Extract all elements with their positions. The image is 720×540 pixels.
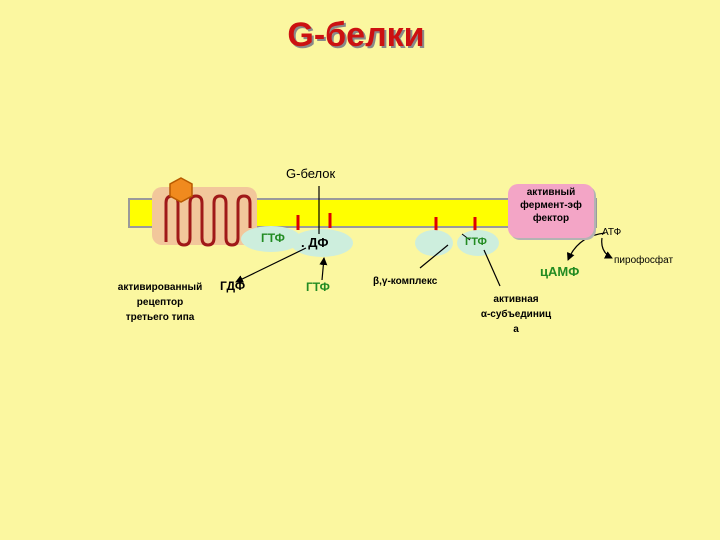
atp-to-camp-arrow bbox=[567, 232, 606, 261]
enzyme-label-line: фермент-эф bbox=[520, 200, 582, 211]
effector-enzyme: активный фермент-эф фектор bbox=[508, 184, 594, 238]
gtp-alpha-label: ГТФ bbox=[465, 236, 487, 248]
gdp-bound-label: . ДФ bbox=[301, 235, 329, 250]
beta-gamma-label: β,γ-комплекс bbox=[373, 276, 438, 287]
beta-gamma-subunit-active bbox=[415, 230, 453, 256]
receptor-label: активированный рецептор третьего типа bbox=[95, 280, 225, 325]
gtp-binding-arrow bbox=[319, 257, 328, 281]
gtp-bound-label: ГТФ bbox=[261, 231, 285, 245]
gdp-released-label: ГДФ bbox=[220, 279, 246, 293]
beta-gamma-subunit-inactive bbox=[241, 226, 301, 252]
receptor-helix bbox=[164, 194, 252, 247]
beta-gamma-pointer bbox=[419, 244, 449, 269]
camp-label: цАМФ bbox=[540, 264, 580, 279]
enzyme-label-line: фектор bbox=[532, 213, 570, 224]
g-protein-label: G-белок bbox=[286, 166, 336, 181]
pyrophosphate-label: пирофосфат bbox=[614, 255, 674, 266]
pyrophosphate-arrow bbox=[601, 237, 613, 259]
receptor-label-line: третьего типа bbox=[125, 312, 195, 323]
alpha-subunit-label: активная α-субъединиц а bbox=[462, 292, 570, 337]
alpha-subunit-active bbox=[457, 230, 499, 256]
enzyme-label-line: активный bbox=[526, 187, 576, 198]
alpha-label-line: α-субъединиц bbox=[480, 309, 552, 320]
gtp-free-label: ГТФ bbox=[306, 280, 330, 294]
alpha-label-line: а bbox=[513, 324, 519, 335]
alpha-pointer bbox=[483, 249, 501, 287]
alpha-subunit-inactive bbox=[291, 229, 353, 257]
atp-label: АТФ bbox=[602, 227, 622, 238]
receptor-label-line: активированный bbox=[117, 282, 203, 293]
gtp-pointer bbox=[461, 233, 471, 241]
slide-title: G-белки bbox=[287, 16, 425, 54]
alpha-label-line: активная bbox=[493, 294, 539, 305]
ligand-hexagon bbox=[169, 177, 193, 203]
receptor-label-line: рецептор bbox=[136, 297, 184, 308]
gdp-release-arrow bbox=[235, 247, 307, 283]
